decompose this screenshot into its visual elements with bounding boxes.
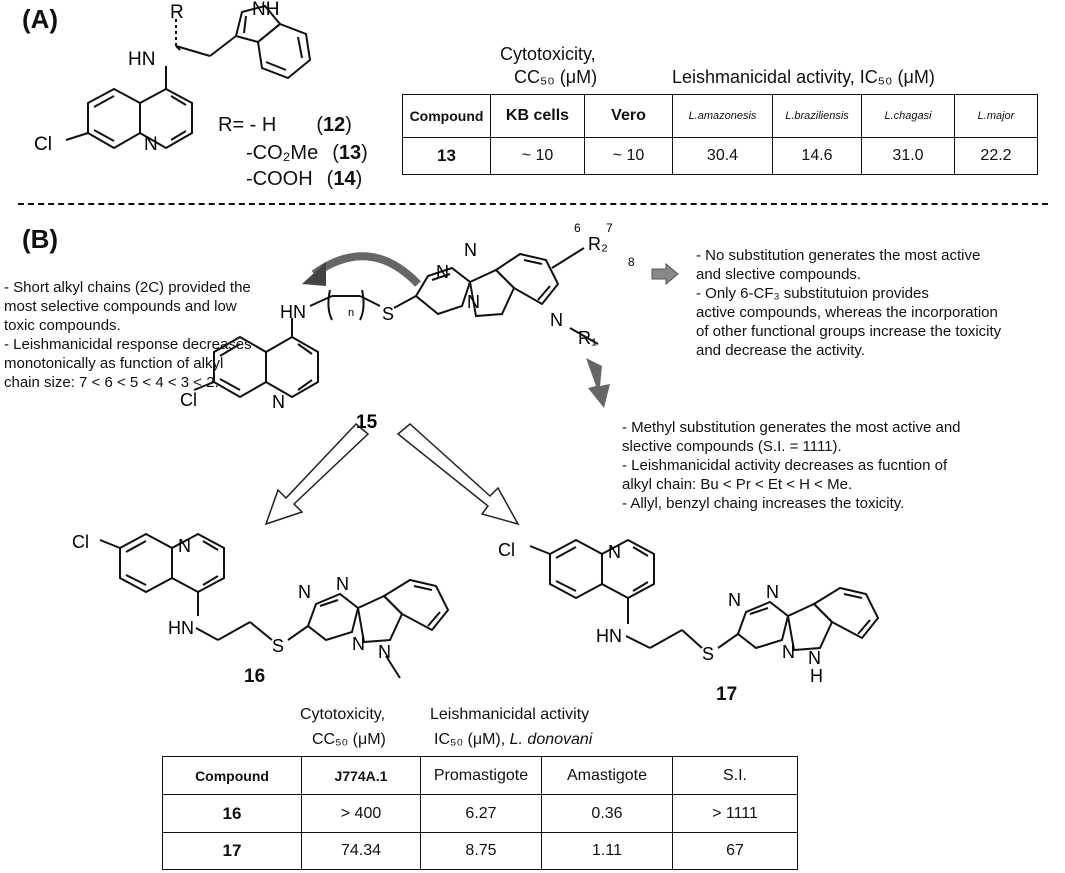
table-b-h-amastigote: Amastigote bbox=[541, 756, 673, 795]
b15-n-triazine-1: N bbox=[464, 240, 477, 260]
table-a-h-compound: Compound bbox=[402, 94, 491, 138]
table-b-r2-si: 67 bbox=[672, 832, 798, 870]
b15-n-subscript: n bbox=[348, 307, 354, 319]
table-a-cc50-header: CC₅₀ (μM) bbox=[514, 67, 598, 87]
b16-s-label: S bbox=[272, 636, 284, 656]
table-b-leish-header: Leishmanicidal activity bbox=[430, 706, 590, 723]
cl-atom-label: Cl bbox=[34, 134, 52, 155]
table-a-cell-vero: ~ 10 bbox=[584, 137, 673, 175]
right-arrow-icon bbox=[651, 262, 679, 286]
r-option-12: R= - H(12) bbox=[218, 114, 352, 136]
table-a-h-chagasi: L.chagasi bbox=[861, 94, 955, 138]
n-quinoline-label: N bbox=[144, 134, 158, 155]
compound-15-structure: HN n S Cl N N N N N R₁ R₂ 6 7 8 15 bbox=[180, 221, 635, 433]
table-b-r2-promastigote: 8.75 bbox=[420, 832, 542, 870]
table-b-r1-si: > 1111 bbox=[672, 794, 798, 833]
r-atom-label: R bbox=[170, 2, 184, 23]
table-a-leish-header: Leishmanicidal activity, IC₅₀ (μM) bbox=[672, 67, 935, 87]
table-a-cell-chagasi: 31.0 bbox=[861, 137, 955, 175]
table-a-cell-compound: 13 bbox=[402, 137, 491, 175]
table-a-h-amazonesis: L.amazonesis bbox=[672, 94, 773, 138]
table-b-r1-amastigote: 0.36 bbox=[541, 794, 673, 833]
table-b-ic50-header: IC₅₀ (μM), L. donovani bbox=[434, 731, 593, 748]
compound-12-14-structure: R NH HN Cl N bbox=[34, 0, 312, 155]
hollow-arrow-right-icon bbox=[396, 423, 520, 526]
table-a-cell-kb: ~ 10 bbox=[490, 137, 585, 175]
table-b-r1-j774: > 400 bbox=[301, 794, 421, 833]
compound-16-structure: Cl N HN S N N N N bbox=[72, 532, 450, 679]
hn-amine-label: HN bbox=[128, 49, 155, 70]
b15-r1-label: R₁ bbox=[578, 328, 597, 348]
section-b-label: (B) bbox=[22, 224, 59, 254]
section-divider bbox=[18, 203, 1048, 205]
table-b-h-j774: J774A.1 bbox=[301, 756, 421, 795]
b17-h-label: H bbox=[810, 666, 823, 686]
compound-17-structure: Cl N HN S N N N N H bbox=[498, 538, 880, 686]
section-a-label: (A) bbox=[22, 4, 59, 34]
table-b-h-si: S.I. bbox=[672, 756, 798, 795]
table-a-cell-major: 22.2 bbox=[954, 137, 1038, 175]
b16-n-triazine-2: N bbox=[336, 574, 349, 594]
hollow-arrow-left-icon bbox=[264, 422, 370, 526]
table-row: 16 > 400 6.27 0.36 > 1111 bbox=[162, 794, 798, 833]
b17-n-triazine-2: N bbox=[766, 582, 779, 602]
table-b-r1-promastigote: 6.27 bbox=[420, 794, 542, 833]
b17-n-indole: N bbox=[808, 648, 821, 668]
table-a-cell-braziliensis: 14.6 bbox=[772, 137, 862, 175]
table-b-r2-compound: 17 bbox=[162, 832, 302, 870]
b16-n-triazine-3: N bbox=[352, 634, 365, 654]
table-a-cell-amazonesis: 30.4 bbox=[672, 137, 773, 175]
note-right: - No substitution generates the most act… bbox=[696, 247, 1002, 359]
b17-n-triazine-3: N bbox=[782, 642, 795, 662]
b15-pos7: 7 bbox=[606, 221, 613, 235]
b15-s-label: S bbox=[382, 304, 394, 324]
table-row: 17 74.34 8.75 1.11 67 bbox=[162, 832, 798, 870]
b17-s-label: S bbox=[702, 644, 714, 664]
b16-hn-label: HN bbox=[168, 618, 194, 638]
table-b-r2-amastigote: 1.11 bbox=[541, 832, 673, 870]
table-a-row: 13 ~ 10 ~ 10 30.4 14.6 31.0 22.2 bbox=[402, 137, 1038, 175]
b16-n-quinoline: N bbox=[178, 536, 191, 556]
b15-n-triazine-2: N bbox=[467, 292, 480, 312]
table-a-h-major: L.major bbox=[954, 94, 1038, 138]
table-b-cc50-header: CC₅₀ (μM) bbox=[312, 731, 386, 748]
table-a-h-braziliensis: L.braziliensis bbox=[772, 94, 862, 138]
table-a-h-kb: KB cells bbox=[490, 94, 585, 138]
table-b-r2-j774: 74.34 bbox=[301, 832, 421, 870]
compound-17-label: 17 bbox=[716, 684, 738, 705]
b17-hn-label: HN bbox=[596, 626, 622, 646]
r-option-13: -CO₂Me(13) bbox=[246, 142, 368, 164]
table-b-header-row: Compound J774A.1 Promastigote Amastigote… bbox=[162, 756, 798, 795]
table-a: Compound KB cells Vero L.amazonesis L.br… bbox=[402, 94, 1038, 175]
compound-16-label: 16 bbox=[244, 666, 266, 687]
b15-pos6: 6 bbox=[574, 221, 581, 235]
note-bottom: - Methyl substitution generates the most… bbox=[622, 419, 961, 512]
table-b-h-promastigote: Promastigote bbox=[420, 756, 542, 795]
note-left: - Short alkyl chains (2C) provided the m… bbox=[4, 279, 252, 391]
down-arrow-icon bbox=[586, 358, 610, 408]
curved-arrow-icon bbox=[302, 252, 421, 287]
table-b-r1-compound: 16 bbox=[162, 794, 302, 833]
b15-n-quinoline: N bbox=[272, 392, 285, 412]
b15-n-indole: N bbox=[550, 310, 563, 330]
b15-n-triazine-3: N bbox=[436, 262, 449, 282]
b16-n-triazine-1: N bbox=[298, 582, 311, 602]
table-b-h-compound: Compound bbox=[162, 756, 302, 795]
b15-cl-label: Cl bbox=[180, 390, 197, 410]
b17-cl-label: Cl bbox=[498, 540, 515, 560]
b17-n-quinoline: N bbox=[608, 542, 621, 562]
b15-pos8: 8 bbox=[628, 255, 635, 269]
nh-indole-label: NH bbox=[252, 0, 279, 20]
b15-r2-label: R₂ bbox=[588, 234, 608, 254]
table-a-h-vero: Vero bbox=[584, 94, 673, 138]
b17-n-triazine-1: N bbox=[728, 590, 741, 610]
table-b: Compound J774A.1 Promastigote Amastigote… bbox=[162, 756, 798, 870]
r-option-14: -COOH(14) bbox=[246, 168, 363, 190]
table-b-cytotox-header: Cytotoxicity, bbox=[300, 706, 386, 723]
table-a-cytotox-header: Cytotoxicity, bbox=[500, 44, 596, 64]
b16-cl-label: Cl bbox=[72, 532, 89, 552]
b16-n-indole: N bbox=[378, 642, 391, 662]
b15-hn-label: HN bbox=[280, 302, 306, 322]
table-a-header-row: Compound KB cells Vero L.amazonesis L.br… bbox=[402, 94, 1038, 138]
